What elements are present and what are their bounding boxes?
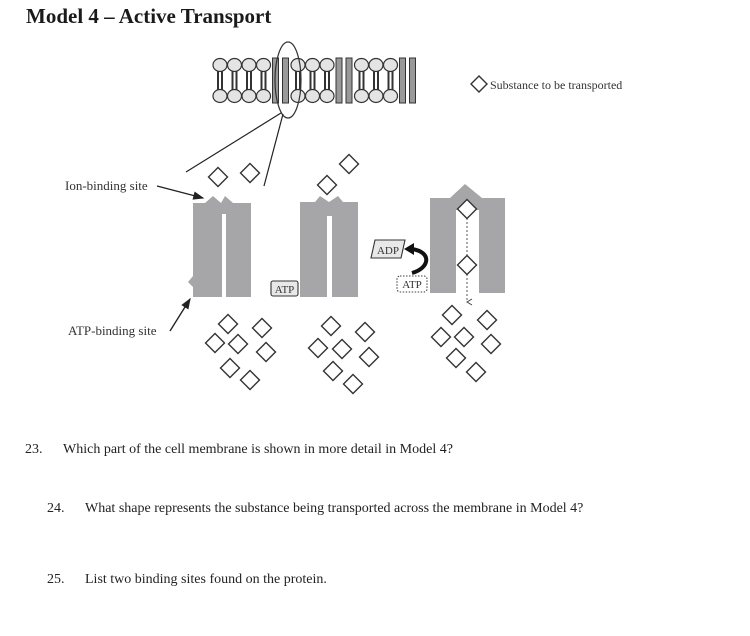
diamond-icon bbox=[239, 162, 261, 184]
adp-molecule: ADP bbox=[370, 239, 406, 259]
membrane-protein-segment bbox=[335, 57, 343, 104]
diamond-icon bbox=[204, 332, 226, 354]
diamond-icon bbox=[441, 304, 463, 326]
diamond-icon bbox=[358, 346, 380, 368]
diamond-icon bbox=[445, 347, 467, 369]
curved-arrowhead bbox=[404, 243, 414, 255]
page-title: Model 4 – Active Transport bbox=[26, 4, 272, 28]
membrane-protein-segment bbox=[345, 57, 353, 104]
diamond-icon bbox=[316, 174, 338, 196]
diamond-icon bbox=[480, 333, 502, 355]
diamond-icon bbox=[338, 153, 360, 175]
diamond-icon bbox=[320, 315, 342, 337]
atp-binding-site-label: ATP-binding site bbox=[68, 323, 157, 338]
ion-binding-site-label: Ion-binding site bbox=[65, 178, 148, 193]
question-24: 24.What shape represents the substance b… bbox=[47, 501, 584, 516]
diamond-icon bbox=[453, 326, 475, 348]
svg-text:ATP: ATP bbox=[402, 279, 422, 291]
atp-binding-arrow bbox=[169, 297, 191, 332]
atp-molecule: ATP bbox=[270, 280, 299, 297]
protein-stage-1 bbox=[188, 196, 251, 297]
phospholipid bbox=[319, 57, 335, 104]
cell-membrane bbox=[212, 57, 416, 104]
diamond-icon bbox=[470, 75, 488, 93]
diamond-icon bbox=[456, 254, 478, 276]
diamond-icon bbox=[207, 166, 229, 188]
diamond-icon bbox=[476, 309, 498, 331]
diamond-icon bbox=[331, 338, 353, 360]
zoom-line-right bbox=[263, 113, 284, 187]
phospholipid bbox=[382, 57, 399, 104]
svg-text:ADP: ADP bbox=[377, 245, 399, 257]
ion-binding-arrow bbox=[156, 185, 205, 200]
diamond-icon bbox=[342, 373, 364, 395]
transport-protein bbox=[188, 196, 251, 297]
transport-protein bbox=[430, 184, 505, 293]
protein-stage-2 bbox=[300, 196, 358, 297]
question-25: 25.List two binding sites found on the p… bbox=[47, 572, 327, 587]
diamond-icon bbox=[456, 198, 478, 220]
legend-label: Substance to be transported bbox=[490, 78, 622, 92]
legend: Substance to be transported bbox=[470, 75, 622, 93]
membrane-protein-segment bbox=[399, 57, 406, 104]
highlight-ellipse bbox=[274, 41, 302, 119]
phospholipid bbox=[255, 57, 272, 104]
question-23: 23.Which part of the cell membrane is sh… bbox=[25, 442, 453, 457]
phospholipid bbox=[241, 57, 257, 104]
atp-molecule-dotted: ATP bbox=[396, 275, 428, 293]
diamond-icon bbox=[430, 326, 452, 348]
diamond-icon bbox=[227, 333, 249, 355]
zoom-line-left bbox=[185, 112, 282, 173]
svg-text:ATP: ATP bbox=[275, 284, 295, 296]
active-transport-diagram: Substance to be transported Ion-binding … bbox=[65, 41, 622, 395]
substance-diamonds bbox=[204, 153, 502, 395]
phospholipid bbox=[368, 57, 384, 104]
diamond-icon bbox=[322, 360, 344, 382]
phospholipid bbox=[226, 57, 243, 104]
phospholipid bbox=[212, 57, 228, 104]
curved-arrow-icon bbox=[411, 247, 429, 275]
membrane-protein-segment bbox=[282, 57, 289, 104]
transport-protein bbox=[300, 196, 358, 297]
phospholipid bbox=[304, 57, 321, 104]
phospholipid bbox=[290, 57, 306, 104]
diamond-icon bbox=[219, 357, 241, 379]
diamond-icon bbox=[217, 313, 239, 335]
diamond-icon bbox=[255, 341, 277, 363]
diamond-icon bbox=[307, 337, 329, 359]
membrane-protein-segment bbox=[409, 57, 416, 104]
phospholipid bbox=[353, 57, 370, 104]
diamond-icon bbox=[354, 321, 376, 343]
diamond-icon bbox=[239, 369, 261, 391]
diamond-icon bbox=[465, 361, 487, 383]
diamond-icon bbox=[251, 317, 273, 339]
